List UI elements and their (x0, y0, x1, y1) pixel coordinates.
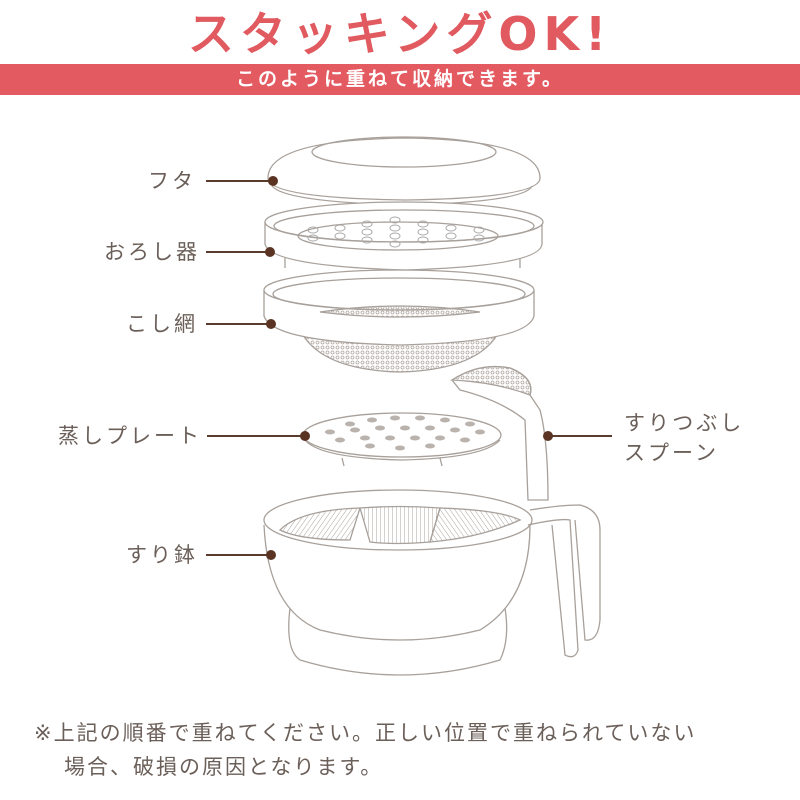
label-mortar-bowl: すり鉢 (126, 543, 198, 567)
label-spoon-line2: スプーン (624, 441, 719, 465)
subtitle-banner: このように重ねて収納できます。 (0, 64, 800, 95)
marker-dot-lid (268, 176, 278, 186)
spoon-drawing (449, 365, 549, 501)
lid-drawing (267, 136, 541, 206)
marker-dot-strainer (266, 319, 276, 329)
label-grater: おろし器 (104, 240, 200, 264)
steam-plate-drawing (302, 412, 502, 467)
label-steam-plate: 蒸しプレート (58, 424, 202, 448)
marker-dot-bowl (266, 550, 276, 560)
label-lid: フタ (148, 169, 196, 193)
mortar-bowl-drawing (263, 489, 601, 676)
footer-note-line2: 場合、破損の原因となります。 (64, 755, 384, 779)
footer-note-line1: ※上記の順番で重ねてください。正しい位置で重ねられていない (34, 721, 697, 745)
grater-drawing (264, 201, 544, 280)
marker-dot-spoon (543, 431, 553, 441)
page-title: スタッキングOK! (187, 7, 613, 61)
marker-dot-steam-plate (300, 431, 310, 441)
strainer-drawing (263, 269, 535, 373)
marker-dot-grater (265, 247, 275, 257)
label-strainer: こし網 (126, 312, 198, 336)
label-spoon-line1: すりつぶし (624, 411, 745, 435)
